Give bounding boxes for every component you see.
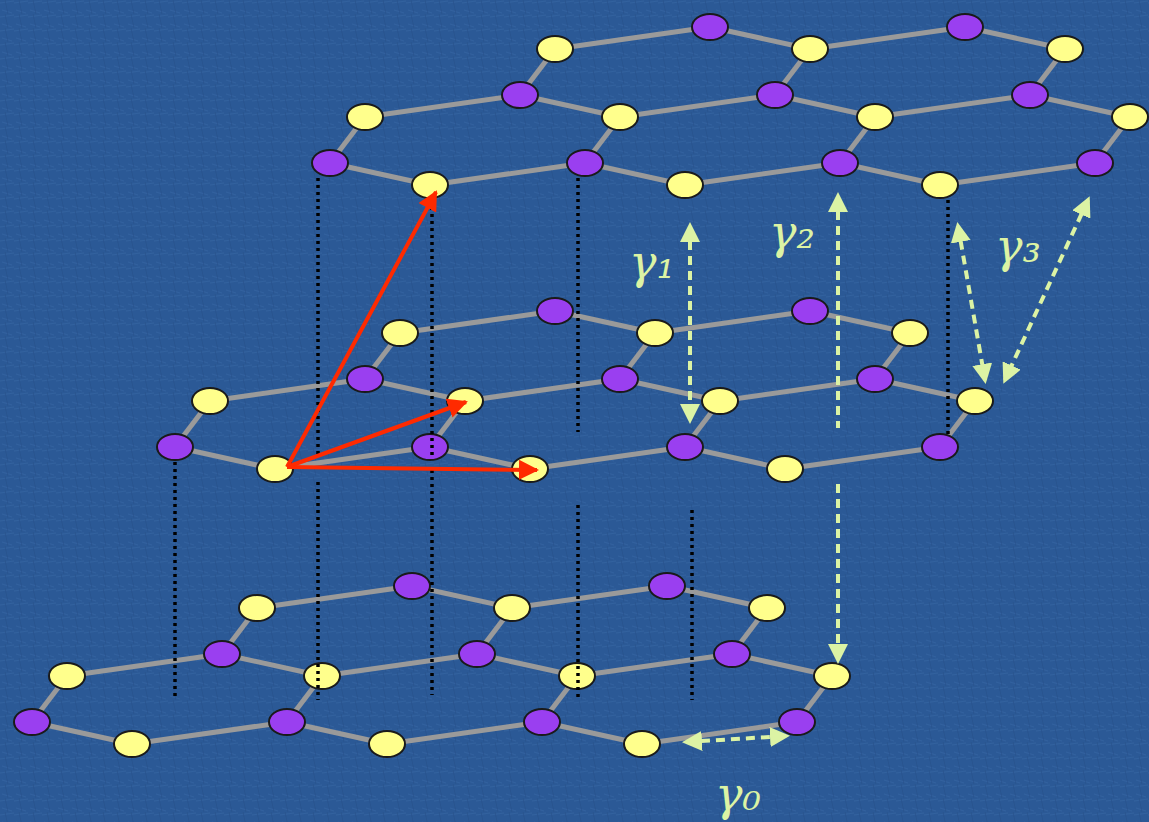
stacking-lines (175, 462, 692, 700)
bond (387, 722, 542, 744)
atom-a (312, 150, 348, 176)
atom-a (792, 298, 828, 324)
atom-b (369, 731, 405, 757)
atom-a (857, 366, 893, 392)
atom-a (667, 434, 703, 460)
atom-b (667, 172, 703, 198)
bond (810, 27, 965, 49)
atom-a (347, 366, 383, 392)
atom-b (412, 172, 448, 198)
atom-a (947, 14, 983, 40)
atom-a (459, 641, 495, 667)
atom-a (502, 82, 538, 108)
bond (720, 379, 875, 401)
atom-a (269, 709, 305, 735)
atom-b (49, 663, 85, 689)
atom-b (637, 320, 673, 346)
bond (555, 27, 710, 49)
atom-a (204, 641, 240, 667)
bond (365, 95, 520, 117)
atom-b (304, 663, 340, 689)
atom-b (767, 456, 803, 482)
hopping-arrows (686, 196, 1088, 742)
atom-b (347, 104, 383, 130)
atom-a (714, 641, 750, 667)
atom-a (1012, 82, 1048, 108)
bond (430, 163, 585, 185)
atom-a (394, 573, 430, 599)
atom-a (922, 434, 958, 460)
bond (465, 379, 620, 401)
bond (530, 447, 685, 469)
atom-b (537, 36, 573, 62)
atom-b (957, 388, 993, 414)
atom-b (814, 663, 850, 689)
atom-b (922, 172, 958, 198)
atom-a (649, 573, 685, 599)
atom-a (602, 366, 638, 392)
graphene-layer (312, 14, 1148, 198)
atom-b (382, 320, 418, 346)
hopping-label: γ₂ (769, 209, 815, 255)
atom-a (524, 709, 560, 735)
bond (875, 95, 1030, 117)
atom-a (822, 150, 858, 176)
atom-a (757, 82, 793, 108)
graphene-layer (157, 298, 993, 482)
bond (785, 447, 940, 469)
bond (210, 379, 365, 401)
atom-b (114, 731, 150, 757)
atom-b (1047, 36, 1083, 62)
bond (400, 311, 555, 333)
bond (322, 654, 477, 676)
atom-a (157, 434, 193, 460)
bond (620, 95, 775, 117)
bond (67, 654, 222, 676)
bond (577, 654, 732, 676)
atom-b (857, 104, 893, 130)
bond (132, 722, 287, 744)
hopping-label: γ₁ (629, 239, 675, 285)
bond (940, 163, 1095, 185)
graphene-layer (14, 573, 850, 757)
atom-b (602, 104, 638, 130)
atom-b (702, 388, 738, 414)
bond (655, 311, 810, 333)
atom-a (14, 709, 50, 735)
bond (257, 586, 412, 608)
atom-b (494, 595, 530, 621)
atom-b (792, 36, 828, 62)
lattice-vectors (287, 192, 537, 470)
stacking-lines (318, 178, 948, 455)
atom-b (192, 388, 228, 414)
atom-b (239, 595, 275, 621)
bond (642, 722, 797, 744)
bond (685, 163, 840, 185)
atom-a (692, 14, 728, 40)
atom-b (892, 320, 928, 346)
atom-a (1077, 150, 1113, 176)
atom-a (567, 150, 603, 176)
atom-b (749, 595, 785, 621)
hopping-label: γ₃ (995, 223, 1041, 269)
bond (512, 586, 667, 608)
atom-a (537, 298, 573, 324)
atom-a (779, 709, 815, 735)
atom-b (624, 731, 660, 757)
atom-b (1112, 104, 1148, 130)
atom-a (412, 434, 448, 460)
hopping-label: γ₀ (715, 771, 761, 817)
